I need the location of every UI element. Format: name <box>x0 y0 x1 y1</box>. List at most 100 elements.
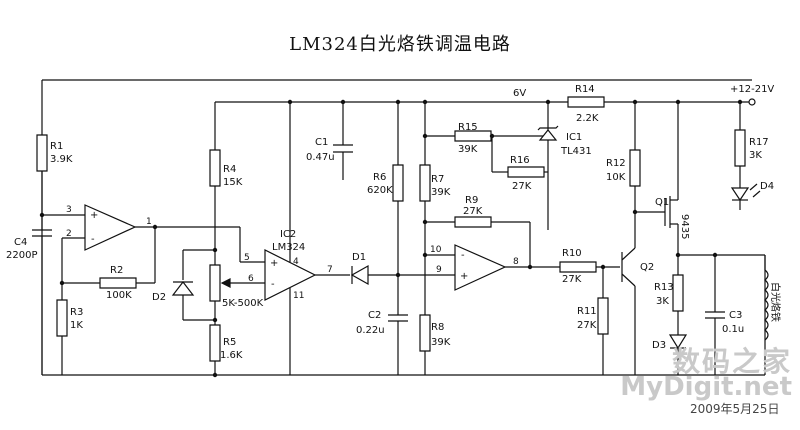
q2-ref: Q2 <box>640 262 654 273</box>
pin-1: 1 <box>146 217 152 227</box>
r1-resistor <box>37 135 47 171</box>
opamp3-plus: + <box>460 271 468 282</box>
ic2-plus: + <box>270 258 278 269</box>
page-title: LM324白光烙铁调温电路 <box>289 34 511 55</box>
r3-val: 1K <box>70 320 83 331</box>
q1-val: 9435 <box>679 214 690 239</box>
ic2-minus: - <box>271 279 275 290</box>
r7-val: 39K <box>431 187 451 198</box>
ic1-ref: IC1 <box>566 132 582 143</box>
r14-ref: R14 <box>575 84 595 95</box>
ic1-val: TL431 <box>560 146 592 157</box>
d2-diode <box>173 282 193 295</box>
r16-val: 27K <box>512 181 532 192</box>
q1-ref: Q1 <box>655 197 669 208</box>
opamp1-plus: + <box>90 210 98 221</box>
pot-val: 5K-500K <box>222 298 264 309</box>
pin-2: 2 <box>66 229 72 239</box>
r11-val: 27K <box>577 320 597 331</box>
r10-val: 27K <box>562 274 582 285</box>
opamp3-minus: - <box>461 250 465 261</box>
r15-val: 39K <box>458 144 478 155</box>
c4-val: 2200P <box>6 250 37 261</box>
r10-resistor <box>560 262 596 272</box>
d1-diode <box>352 266 368 284</box>
d3-ref: D3 <box>652 340 666 351</box>
r9-resistor <box>455 217 491 227</box>
r3-resistor <box>57 300 67 336</box>
r5-ref: R5 <box>223 337 236 348</box>
r8-ref: R8 <box>431 322 444 333</box>
r12-resistor <box>630 150 640 186</box>
watermark-site: MyDigit.net <box>620 372 792 402</box>
supply-label: +12-21V <box>730 84 774 95</box>
r17-ref: R17 <box>749 137 769 148</box>
c3-ref: C3 <box>729 310 742 321</box>
pin-3: 3 <box>66 205 72 215</box>
pin-6: 6 <box>248 274 254 284</box>
r6-ref: R6 <box>373 172 386 183</box>
opamp-1 <box>85 205 135 250</box>
r3-ref: R3 <box>70 307 83 318</box>
watermark-chinese: 数码之家 <box>671 345 792 378</box>
rail-6v-label: 6V <box>513 88 526 99</box>
opamp1-minus: - <box>91 234 95 245</box>
r6-resistor <box>393 165 403 201</box>
r10-ref: R10 <box>562 248 582 259</box>
r7-resistor <box>420 165 430 201</box>
ic2-ref: IC2 <box>280 229 296 240</box>
c2-val: 0.22u <box>356 325 385 336</box>
r11-ref: R11 <box>577 306 597 317</box>
opamp-3 <box>455 245 505 290</box>
d4-ref: D4 <box>760 181 774 192</box>
r5-val: 1.6K <box>220 350 243 361</box>
r1-val: 3.9K <box>50 154 73 165</box>
pin-9: 9 <box>436 265 442 275</box>
r12-val: 10K <box>606 172 626 183</box>
r2-ref: R2 <box>110 265 123 276</box>
r14-resistor <box>568 97 604 107</box>
r7-ref: R7 <box>431 174 444 185</box>
r9-val: 27K <box>463 206 483 217</box>
r5-resistor <box>210 325 220 361</box>
d2-ref: D2 <box>152 292 166 303</box>
ic2-val: LM324 <box>272 242 305 253</box>
r17-resistor <box>735 130 745 166</box>
date-stamp: 2009年5月25日 <box>690 402 780 416</box>
r2-resistor <box>100 278 136 288</box>
pin-7: 7 <box>327 265 333 275</box>
r14-val: 2.2K <box>576 113 599 124</box>
r13-ref: R13 <box>654 282 674 293</box>
supply-terminal <box>749 99 755 105</box>
c1-ref: C1 <box>315 137 328 148</box>
r15-ref: R15 <box>458 122 478 133</box>
r13-resistor <box>673 275 683 311</box>
r8-val: 39K <box>431 337 451 348</box>
tl431-regulator <box>540 130 556 140</box>
r11-resistor <box>598 298 608 334</box>
opamp-ic2 <box>265 250 315 300</box>
r2-val: 100K <box>106 290 132 301</box>
heater-coil <box>765 255 768 340</box>
pin-5: 5 <box>244 253 250 263</box>
r16-ref: R16 <box>510 155 530 166</box>
potentiometer <box>210 265 220 301</box>
r6-val: 620K <box>367 185 393 196</box>
pin-4: 4 <box>293 257 299 267</box>
c1-val: 0.47u <box>306 152 335 163</box>
pot-wiper-arrow <box>222 279 230 287</box>
r4-resistor <box>210 150 220 186</box>
heater-label: 白光烙铁 <box>769 282 782 322</box>
pin-11: 11 <box>293 291 304 301</box>
d3-led <box>670 335 686 348</box>
pin-10: 10 <box>430 245 442 255</box>
r9-ref: R9 <box>465 195 478 206</box>
pin-8: 8 <box>513 257 519 267</box>
c3-val: 0.1u <box>722 324 744 335</box>
c2-ref: C2 <box>368 310 381 321</box>
r1-ref: R1 <box>50 141 63 152</box>
c4-ref: C4 <box>14 237 27 248</box>
d1-ref: D1 <box>352 252 366 263</box>
r12-ref: R12 <box>606 158 626 169</box>
